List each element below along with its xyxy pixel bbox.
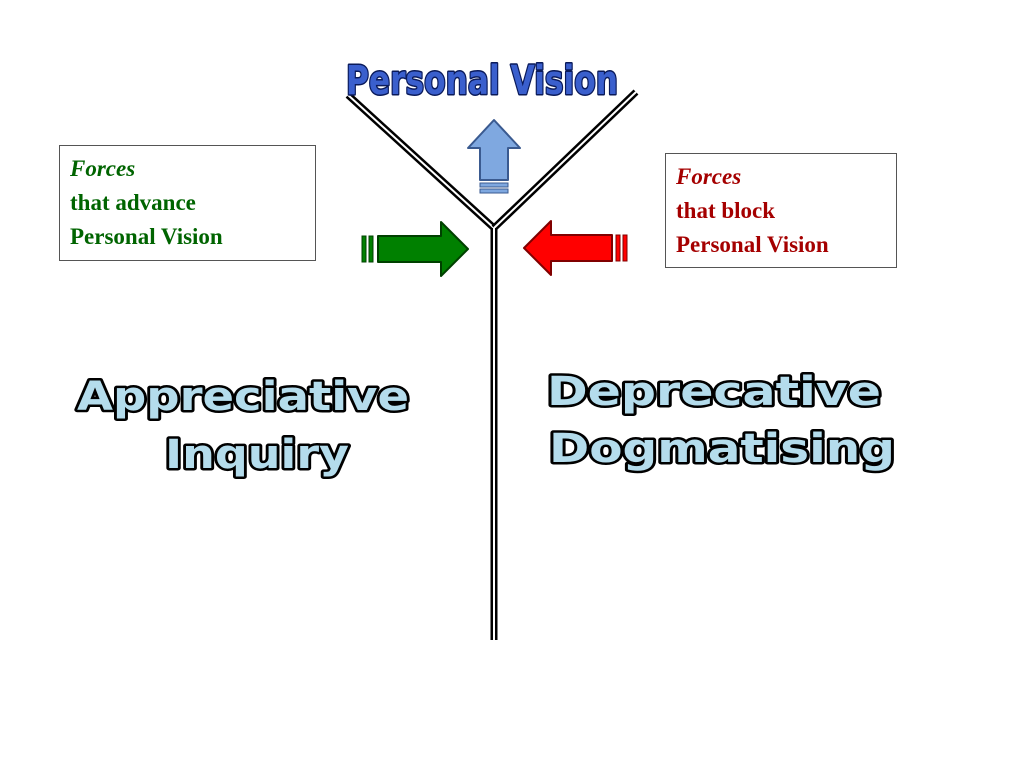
advance-box-line2: that advance (70, 190, 196, 215)
y-left-arm-inner (347, 94, 495, 229)
advance-box-line3: Personal Vision (70, 224, 223, 249)
arrow-left-icon (523, 220, 628, 276)
block-forces-box: Forces that block Personal Vision (665, 153, 897, 268)
page-title: Personal Vision (346, 58, 618, 104)
left-label-line2: Inquiry (165, 432, 349, 478)
arrow-up-icon (467, 119, 521, 194)
right-label: Deprecative Dogmatising (545, 367, 898, 475)
left-label-line1: Appreciative (77, 374, 409, 420)
right-label-line2: Dogmatising (549, 426, 895, 472)
advance-forces-box: Forces that advance Personal Vision (59, 145, 316, 261)
y-structure (345, 89, 639, 640)
block-box-line2: that block (676, 198, 776, 223)
y-right-arm-inner (493, 91, 637, 229)
right-label-line1: Deprecative (547, 369, 881, 415)
arrow-right-icon (361, 221, 469, 277)
advance-box-line1: Forces (70, 156, 136, 181)
block-box-line1: Forces (676, 164, 742, 189)
block-box-line3: Personal Vision (676, 232, 829, 257)
left-label: Appreciative Inquiry (75, 372, 412, 481)
